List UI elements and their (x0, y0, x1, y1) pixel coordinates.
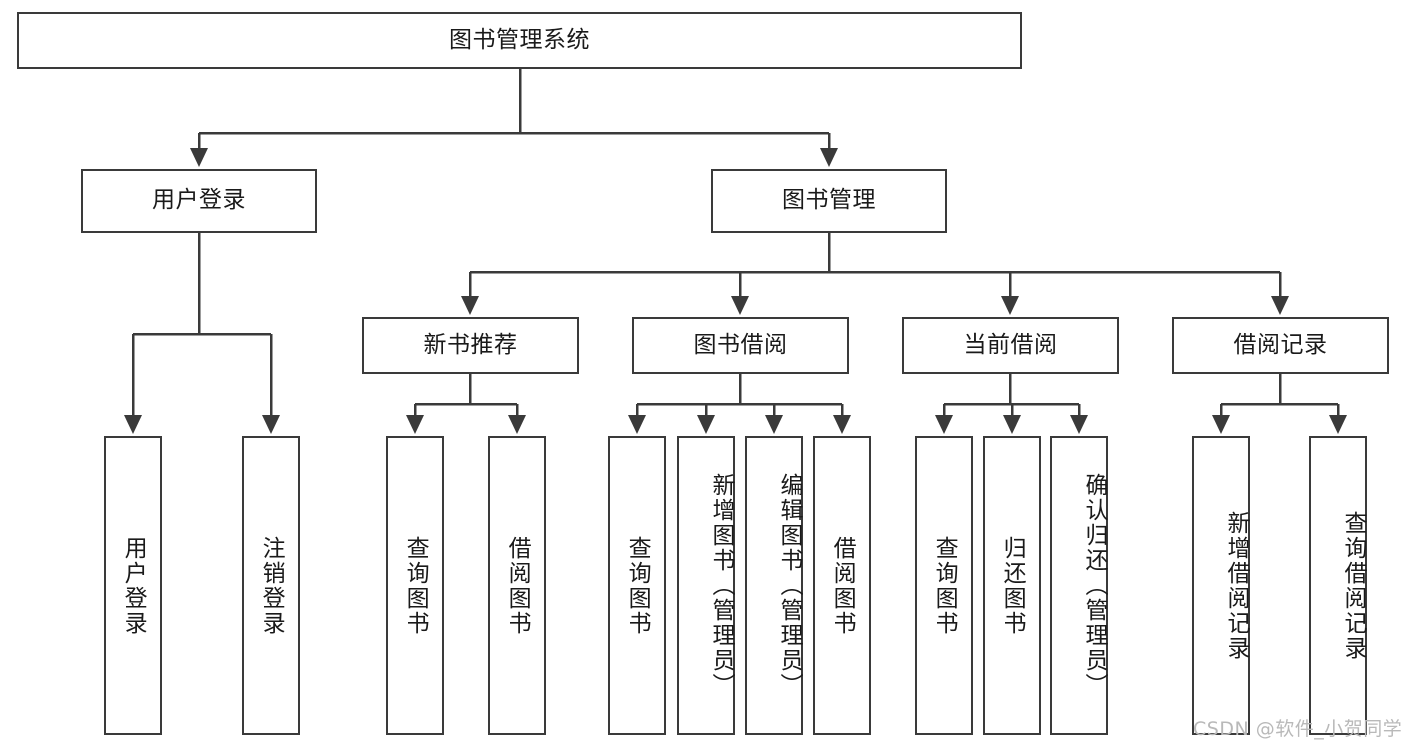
node-label: 归还图书 (999, 535, 1026, 636)
arrow-head-icon (1070, 415, 1088, 434)
node-book-management[interactable]: 图书管理 (711, 169, 947, 233)
node-label: 新增借阅记录 (1223, 510, 1249, 661)
arrow-head-icon (765, 415, 783, 434)
node-label: 用户登录 (120, 535, 147, 636)
node-borrow-record[interactable]: 借阅记录 (1172, 317, 1389, 374)
node-leaf-borrow-book-recommend[interactable]: 借阅图书 (488, 436, 546, 735)
node-label: 图书管理系统 (449, 26, 590, 53)
arrow-head-icon (124, 415, 142, 434)
node-label: 查询借阅记录 (1340, 510, 1366, 661)
node-leaf-query-book-current[interactable]: 查询图书 (915, 436, 973, 735)
node-label: 图书管理 (782, 187, 876, 214)
arrow-head-icon (190, 148, 208, 167)
node-label: 查询图书 (402, 535, 429, 636)
arrow-head-icon (461, 296, 479, 315)
node-leaf-query-book-borrow[interactable]: 查询图书 (608, 436, 666, 735)
arrow-head-icon (820, 148, 838, 167)
arrow-head-icon (262, 415, 280, 434)
node-leaf-logout[interactable]: 注销登录 (242, 436, 300, 735)
node-leaf-add-book-admin[interactable]: 新增图书（管理员） (677, 436, 735, 735)
node-leaf-return-book[interactable]: 归还图书 (983, 436, 1041, 735)
watermark-text: CSDN @软件_小贺同学 (1193, 718, 1403, 740)
node-label: 编辑图书（管理员） (776, 473, 802, 698)
arrow-head-icon (833, 415, 851, 434)
arrow-head-icon (1003, 415, 1021, 434)
node-label: 新增图书（管理员） (708, 473, 734, 698)
node-label: 借阅图书 (829, 535, 856, 636)
arrow-head-icon (1271, 296, 1289, 315)
node-leaf-query-book-recommend[interactable]: 查询图书 (386, 436, 444, 735)
node-leaf-query-borrow-record[interactable]: 查询借阅记录 (1309, 436, 1367, 735)
node-label: 新书推荐 (423, 331, 518, 358)
node-leaf-edit-book-admin[interactable]: 编辑图书（管理员） (745, 436, 803, 735)
node-label: 图书借阅 (693, 331, 788, 358)
node-leaf-user-login[interactable]: 用户登录 (104, 436, 162, 735)
arrow-head-icon (1001, 296, 1019, 315)
arrow-head-icon (731, 296, 749, 315)
node-new-book-recommend[interactable]: 新书推荐 (362, 317, 579, 374)
node-label: 借阅图书 (504, 535, 531, 636)
arrow-head-icon (1329, 415, 1347, 434)
node-leaf-confirm-return-admin[interactable]: 确认归还（管理员） (1050, 436, 1108, 735)
node-label: 查询图书 (931, 535, 958, 636)
node-current-borrow[interactable]: 当前借阅 (902, 317, 1119, 374)
arrow-head-icon (406, 415, 424, 434)
node-label: 当前借阅 (963, 331, 1058, 358)
node-label: 注销登录 (258, 535, 285, 636)
arrow-head-icon (508, 415, 526, 434)
arrow-head-icon (1212, 415, 1230, 434)
node-user-login[interactable]: 用户登录 (81, 169, 317, 233)
arrow-head-icon (628, 415, 646, 434)
node-label: 确认归还（管理员） (1081, 473, 1107, 698)
node-leaf-add-borrow-record[interactable]: 新增借阅记录 (1192, 436, 1250, 735)
node-label: 借阅记录 (1233, 331, 1328, 358)
arrow-head-icon (697, 415, 715, 434)
node-book-borrow[interactable]: 图书借阅 (632, 317, 849, 374)
node-root[interactable]: 图书管理系统 (17, 12, 1022, 69)
node-leaf-borrow-book[interactable]: 借阅图书 (813, 436, 871, 735)
node-label: 查询图书 (624, 535, 651, 636)
arrow-head-icon (935, 415, 953, 434)
node-label: 用户登录 (152, 187, 246, 214)
